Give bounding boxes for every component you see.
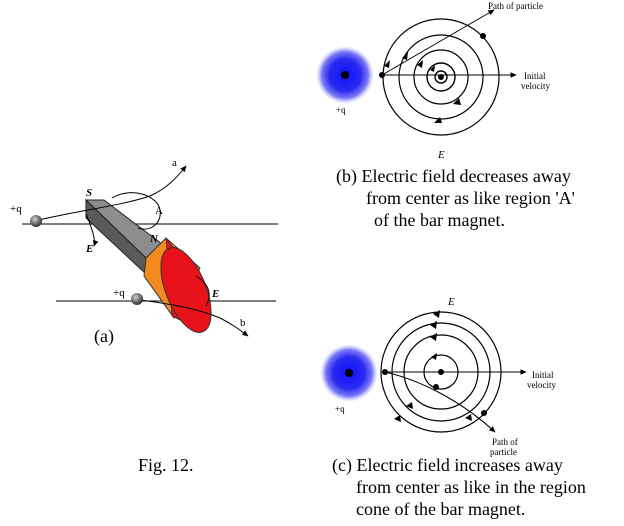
field-circle-b-5 bbox=[434, 70, 448, 84]
panel-b-caption: (b) Electric field decreases away bbox=[336, 166, 571, 187]
region-a-label: A bbox=[155, 205, 163, 217]
pole-n-label: N bbox=[149, 233, 159, 245]
panel-b-label: (b) bbox=[336, 166, 357, 186]
panel-a-diagram: +q +q S N A a b E E bbox=[10, 157, 278, 337]
panel-c-caption: (c) Electric field increases away bbox=[332, 455, 563, 476]
field-arrow-c-5 bbox=[394, 415, 401, 422]
path-label-c-1: Path of bbox=[492, 437, 518, 447]
charge-bottom-label: +q bbox=[113, 287, 125, 299]
field-arrow-b-2 bbox=[402, 52, 408, 60]
field-label-left: E bbox=[85, 243, 93, 255]
path-label-b: Path of particle bbox=[488, 1, 543, 11]
path-a-label: a bbox=[172, 157, 177, 169]
field-arrow-c-6 bbox=[406, 402, 413, 409]
field-label-right: E bbox=[211, 288, 219, 300]
field-arrow-b-4 bbox=[430, 65, 435, 72]
figure-label: Fig. 12. bbox=[138, 455, 194, 475]
charge-top-label: +q bbox=[10, 203, 22, 215]
field-arrow-c-4 bbox=[431, 353, 437, 360]
field-arrow-b-3 bbox=[417, 60, 423, 68]
field-arrow-left bbox=[85, 213, 99, 247]
field-circle-b-3 bbox=[413, 49, 469, 105]
field-label-b: E bbox=[437, 149, 445, 161]
field-arrow-c-3 bbox=[430, 333, 437, 341]
field-label-c: E bbox=[447, 296, 455, 308]
panel-c-label: (c) bbox=[332, 455, 352, 475]
field-loop-cone bbox=[195, 275, 210, 307]
charge-ball-bottom bbox=[131, 293, 143, 305]
velocity-label-c-1: Initial bbox=[532, 370, 554, 380]
panel-b-caption-line-3: of the bar magnet. bbox=[374, 210, 505, 230]
velocity-label-c-2: velocity bbox=[527, 380, 556, 390]
pole-s-label: S bbox=[86, 187, 92, 199]
panel-c-caption-line-1: Electric field increases away bbox=[356, 455, 563, 475]
charge-ball-top bbox=[30, 215, 42, 227]
charge-dot-c bbox=[345, 369, 353, 377]
panel-b-diagram: +q Path of particle Initial velocity E bbox=[316, 1, 550, 161]
panel-b-caption-line-2: from center as like region 'A' bbox=[366, 188, 575, 208]
charge-dot-b bbox=[341, 71, 349, 79]
path-b-label: b bbox=[240, 317, 246, 329]
velocity-label-b-1: Initial bbox=[524, 71, 546, 81]
field-arrow-b-5 bbox=[434, 117, 442, 123]
panel-a-label: (a) bbox=[94, 326, 114, 346]
field-circle-b-2 bbox=[398, 34, 484, 120]
field-arrow-c-1 bbox=[433, 310, 440, 318]
field-arrow-c-7 bbox=[465, 414, 472, 421]
velocity-label-b-2: velocity bbox=[521, 81, 550, 91]
charge-label-c: +q bbox=[335, 404, 345, 414]
field-arrow-c-2 bbox=[430, 321, 437, 329]
particle-path-c bbox=[384, 371, 496, 433]
field-arrow-b-1 bbox=[384, 60, 390, 68]
path-b bbox=[139, 299, 249, 337]
path-dot-c bbox=[433, 384, 439, 390]
path-dot-b bbox=[480, 33, 486, 39]
field-loop-a bbox=[111, 192, 161, 230]
particle-path-b bbox=[381, 9, 495, 76]
path-label-c-2: particle bbox=[490, 447, 517, 457]
panel-c-caption-line-3: cone of the bar magnet. bbox=[356, 499, 526, 519]
path-a bbox=[29, 165, 187, 223]
panel-c-caption-line-2: from center as like in the region bbox=[356, 477, 586, 497]
field-arrow-b-6 bbox=[453, 98, 461, 105]
panel-c-diagram: +q Initial velocity Path of particle E bbox=[320, 296, 556, 457]
path-dot-c-2 bbox=[481, 410, 487, 416]
panel-b-caption-line-1: Electric field decreases away bbox=[361, 166, 571, 186]
charge-label-b: +q bbox=[336, 105, 346, 115]
field-circle-b-4 bbox=[426, 62, 456, 92]
